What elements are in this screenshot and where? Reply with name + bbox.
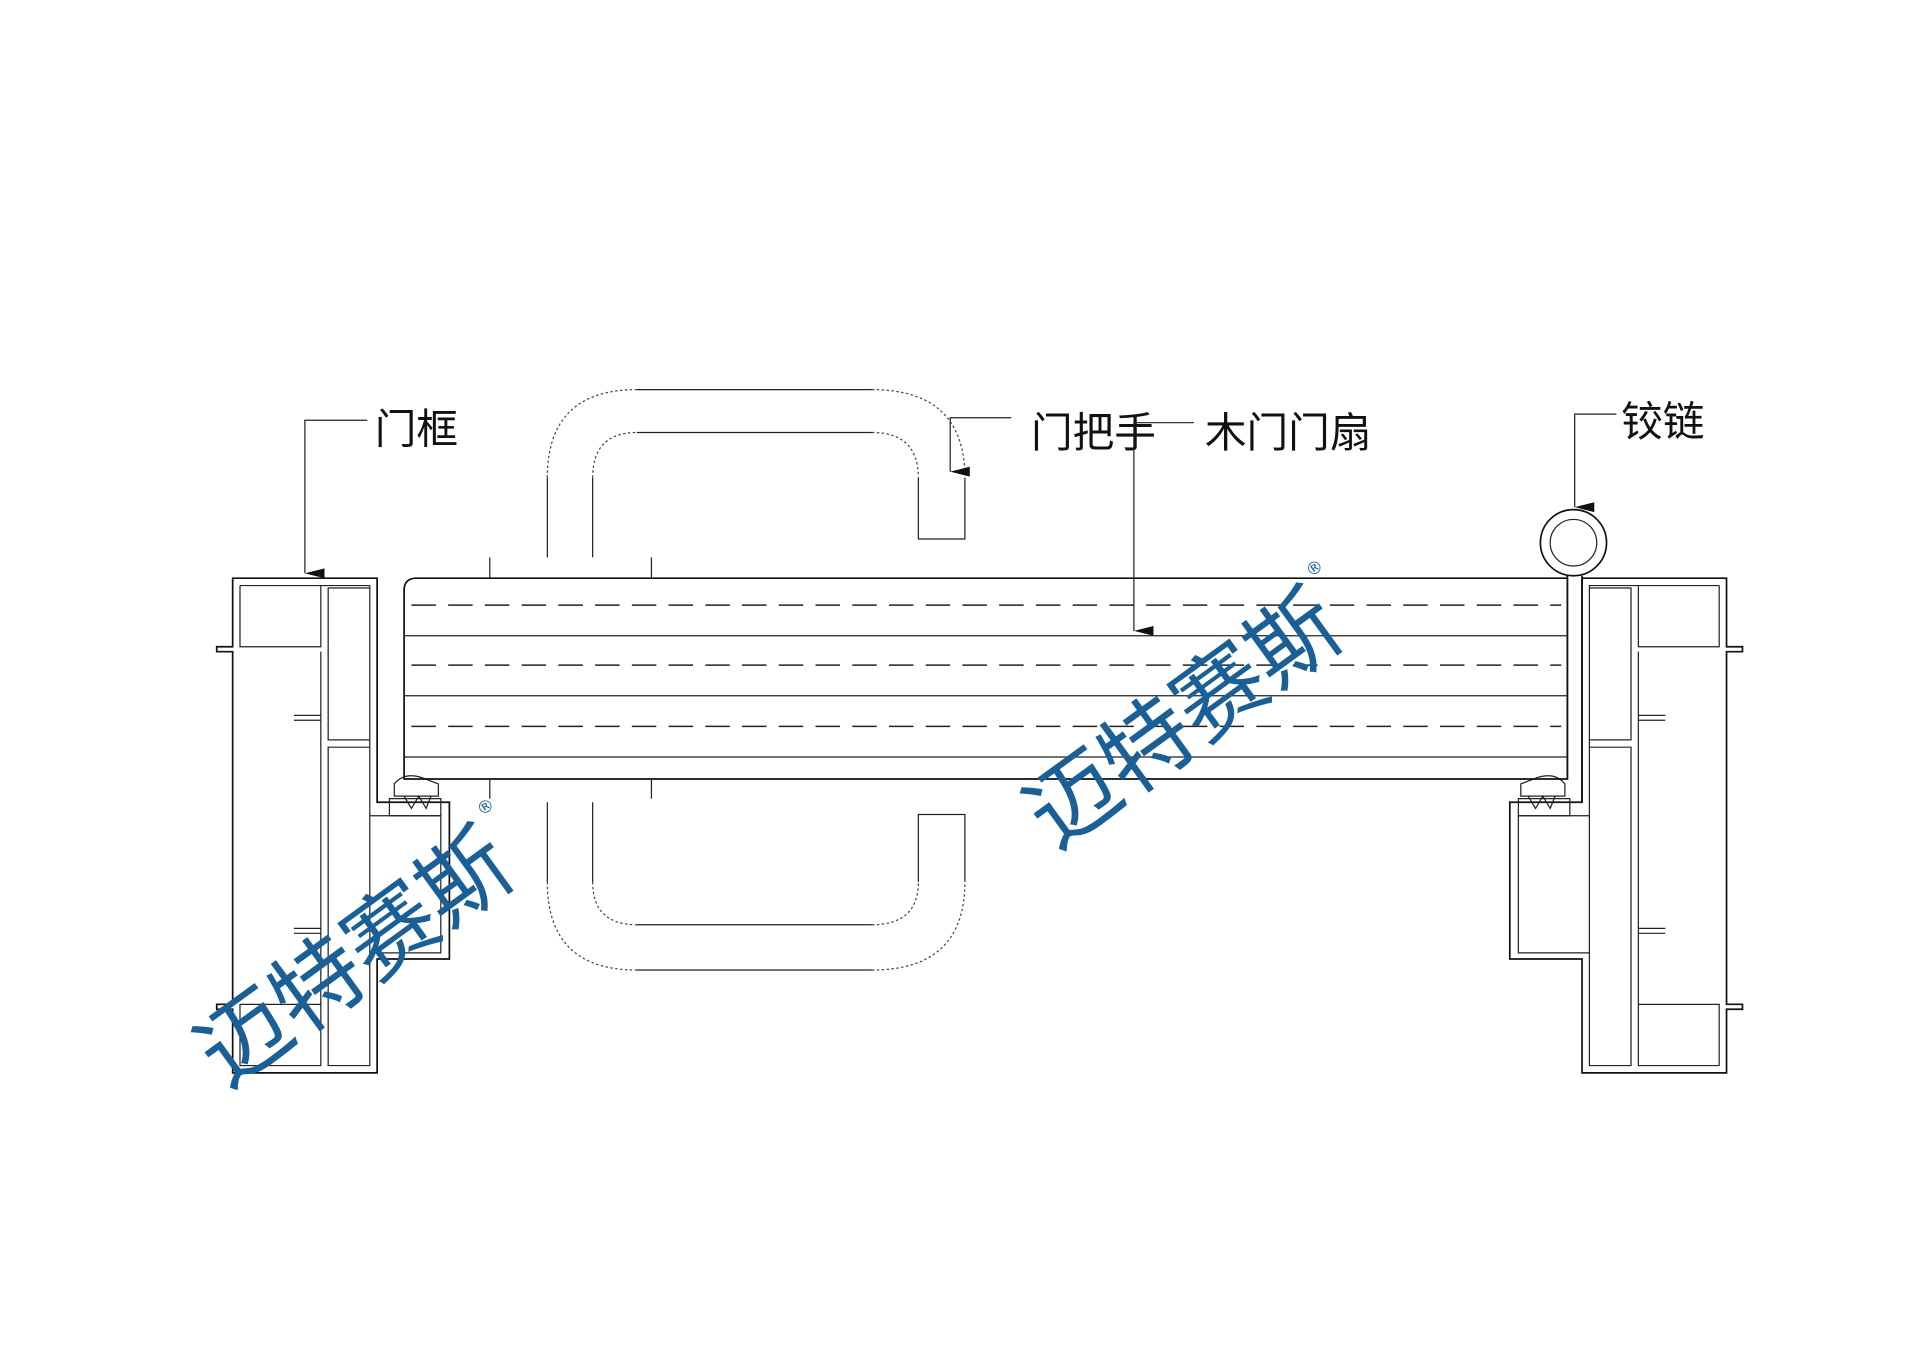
wooden-door-leaf: [403, 557, 1569, 799]
handle-label: 门把手: [1031, 408, 1156, 457]
watermark-text: 迈特赛斯: [1007, 571, 1362, 869]
hinge: [1539, 508, 1608, 803]
door-handle: [546, 389, 966, 971]
right-gasket: [1517, 775, 1571, 817]
hinge-callout: 铰链: [1574, 397, 1704, 513]
left-gasket: [388, 775, 442, 817]
frame-label: 门框: [375, 405, 458, 454]
handle-callout: 门把手: [949, 408, 1156, 477]
leaf-callout: 木门门扇: [1133, 408, 1372, 636]
registered-mark: ®: [473, 794, 499, 820]
leaf-label: 木门门扇: [1205, 408, 1372, 457]
hinge-label: 铰链: [1621, 397, 1704, 446]
watermark-right: 迈特赛斯 ®: [1007, 556, 1362, 869]
right-door-frame: [1508, 577, 1744, 1074]
watermark-text: 迈特赛斯: [178, 810, 533, 1108]
left-door-frame: [215, 577, 451, 1074]
frame-callout: 门框: [304, 405, 458, 579]
